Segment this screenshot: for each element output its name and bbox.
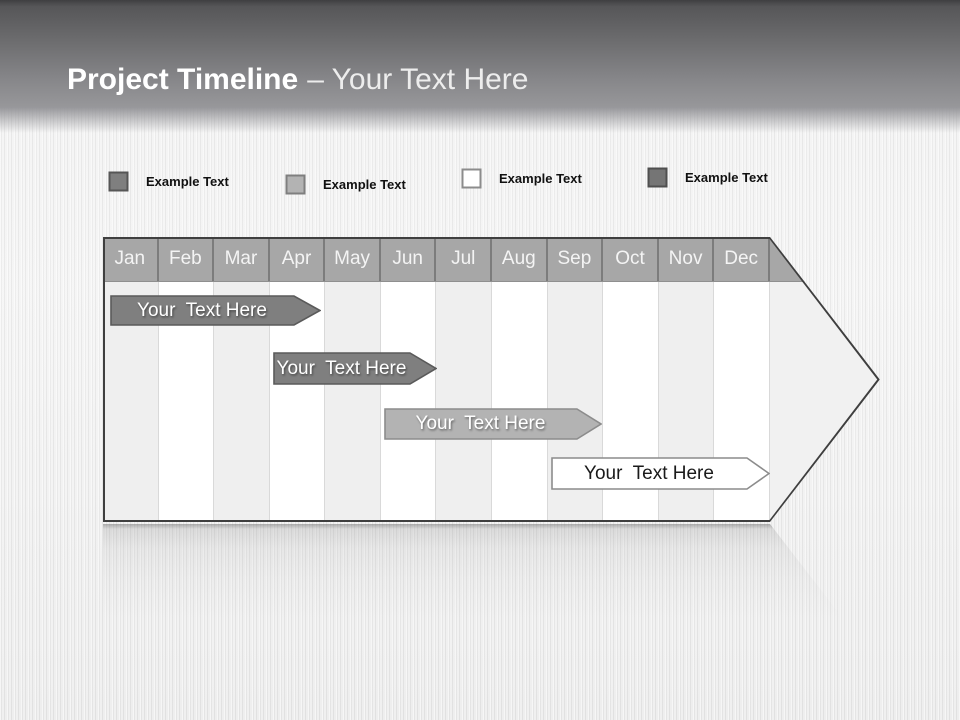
month-cell-nov: Nov	[659, 237, 715, 281]
legend-swatch-icon	[647, 167, 668, 188]
timeline-arrow-shape[interactable]: Jan Feb Mar Apr May Jun Jul Aug Sep Oct …	[103, 237, 880, 522]
page-title[interactable]: Project Timeline– Your Text Here	[67, 62, 528, 98]
month-cell-sep: Sep	[548, 237, 604, 281]
legend-swatch-icon	[108, 171, 129, 192]
month-cell-apr: Apr	[270, 237, 326, 281]
legend-item-label: Example Text	[499, 171, 582, 186]
page-title-bold-text: Project Timeline	[67, 63, 299, 96]
task-bar-4[interactable]: Your Text Here	[551, 457, 770, 490]
month-cell-oct: Oct	[603, 237, 659, 281]
month-cell-mar: Mar	[214, 237, 270, 281]
legend-item-label: Example Text	[146, 174, 229, 189]
legend-item-label: Example Text	[685, 170, 768, 185]
legend-item-1[interactable]: Example Text	[108, 171, 229, 192]
month-cell-may: May	[325, 237, 381, 281]
timeline-reflection	[103, 524, 880, 624]
title-band	[0, 0, 960, 107]
legend-item-4[interactable]: Example Text	[647, 167, 768, 188]
task-bar-2[interactable]: Your Text Here	[273, 352, 437, 385]
task-bar-1[interactable]: Your Text Here	[110, 295, 321, 326]
legend-item-label: Example Text	[323, 177, 406, 192]
task-bar-label: Your Text Here	[137, 299, 267, 321]
legend-swatch-icon	[461, 168, 482, 189]
legend-item-2[interactable]: Example Text	[285, 174, 406, 195]
legend-item-3[interactable]: Example Text	[461, 168, 582, 189]
month-header-cells: Jan Feb Mar Apr May Jun Jul Aug Sep Oct …	[103, 237, 770, 281]
task-bar-3[interactable]: Your Text Here	[384, 408, 602, 440]
task-bar-label: Your Text Here	[276, 357, 407, 379]
month-cell-feb: Feb	[159, 237, 215, 281]
task-bar-label: Your Text Here	[415, 413, 546, 434]
title-band-fade	[0, 107, 960, 133]
month-cell-jun: Jun	[381, 237, 437, 281]
month-cell-dec: Dec	[714, 237, 770, 281]
month-cell-jan: Jan	[103, 237, 159, 281]
month-header-row: Jan Feb Mar Apr May Jun Jul Aug Sep Oct …	[103, 237, 880, 282]
legend-swatch-icon	[285, 174, 306, 195]
task-bar-label: Your Text Here	[584, 462, 714, 484]
month-cell-aug: Aug	[492, 237, 548, 281]
month-cell-jul: Jul	[436, 237, 493, 281]
page-title-light-text: – Your Text Here	[307, 63, 529, 96]
